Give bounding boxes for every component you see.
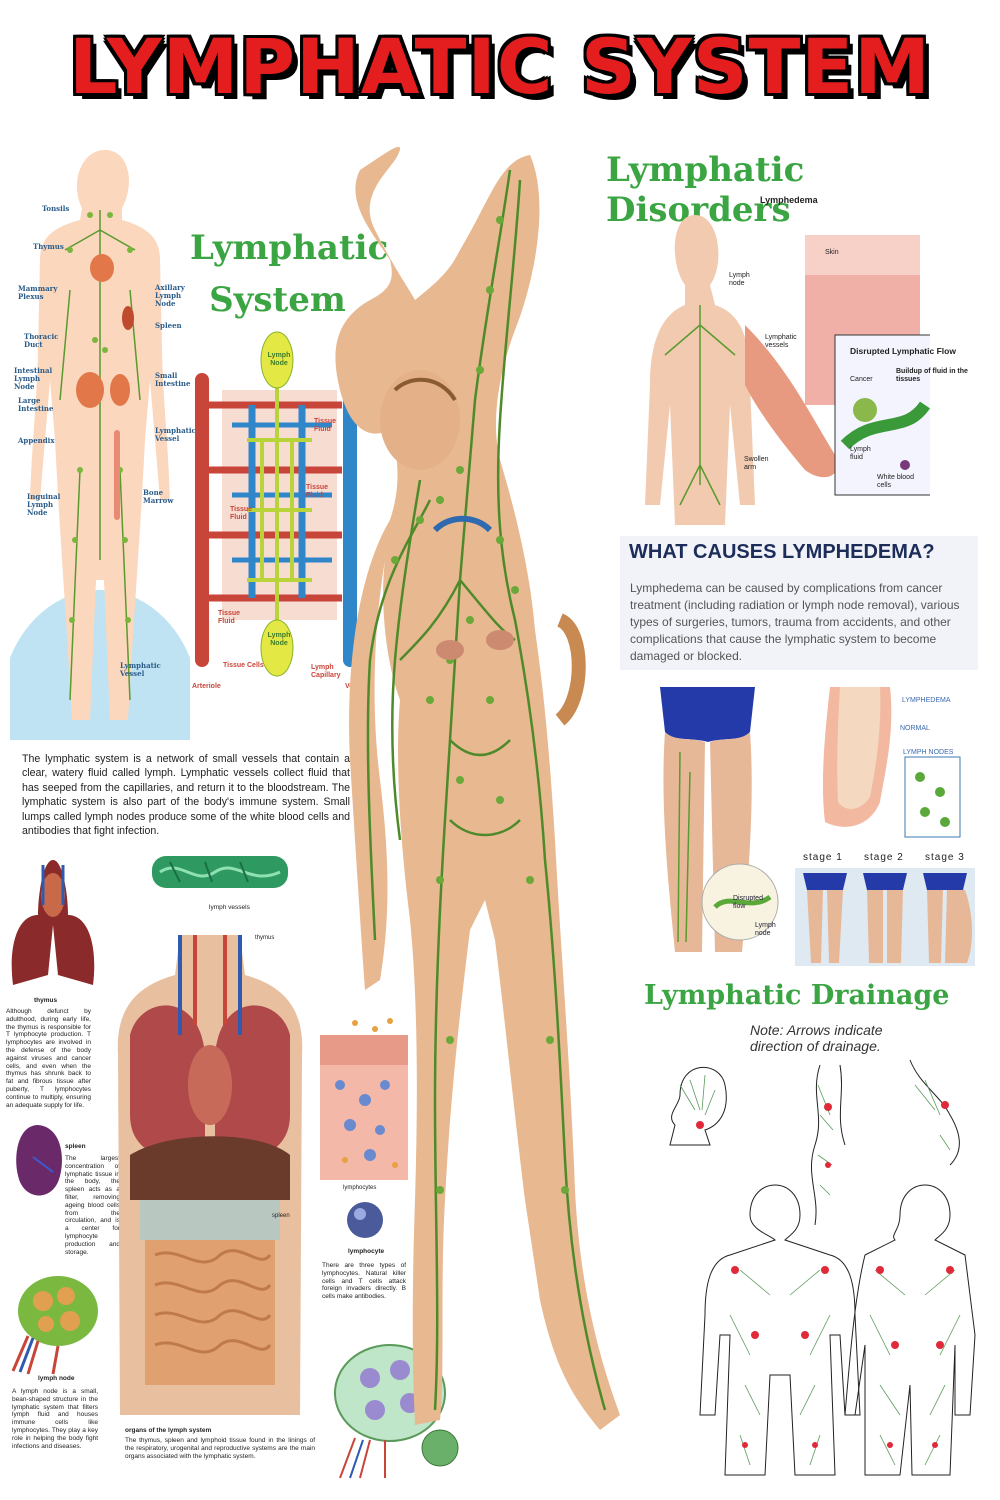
causes-text: Lymphedema can be caused by complication… <box>630 581 960 663</box>
central-body-figure <box>335 146 620 1430</box>
dis-white-blood-cells: White blood cells <box>877 474 914 489</box>
poster-title: LYMPHATIC SYSTEM <box>69 22 931 111</box>
label-thoracic-duct: Thoracic Duct <box>24 332 59 349</box>
thymus-caption-title: thymus <box>34 997 58 1004</box>
thymus-image <box>11 860 95 985</box>
thymus-caption-text: Although defunct by adulthood, during ea… <box>6 1008 91 1109</box>
cap-lymph-capillary: Lymph Capillary <box>311 664 341 679</box>
cap-tissue-fluid-2: Tissue Fluid <box>306 484 329 499</box>
cap-tissue-cells: Tissue Cells <box>223 662 264 669</box>
dis-buildup: Buildup of fluid in the tissues <box>896 368 968 383</box>
cap-lymph-node-bottom: Lymph Node <box>267 632 291 647</box>
drainage-heading: Lymphatic Drainage <box>644 980 950 1011</box>
organs-caption-title: organs of the lymph system <box>125 1427 212 1434</box>
lymph-node-caption-text: A lymph node is a small, bean-shaped str… <box>12 1388 98 1450</box>
dis-swollen-arm: Swollen arm <box>744 456 769 471</box>
dis-cancer: Cancer <box>850 376 873 383</box>
label-axillary-lymph-node: Axillary Lymph Node <box>155 283 185 308</box>
cap-tissue-fluid-4: Tissue Fluid <box>218 610 241 625</box>
leg-lymph-nodes-label: LYMPH NODES <box>903 749 954 756</box>
spleen-caption-text: The largest concentration of lymphatic t… <box>65 1155 120 1256</box>
causes-box <box>620 536 978 670</box>
lymphatic-system-heading: Lymphatic System <box>190 222 389 326</box>
label-thymus: Thymus <box>33 242 64 251</box>
heading-line-2: System <box>209 280 346 320</box>
leg-lymphedema-label: LYMPHEDEMA <box>902 697 951 704</box>
leg-normal-label: NORMAL <box>900 725 930 732</box>
lymphocyte-cell-image <box>347 1202 383 1238</box>
drainage-diagrams <box>669 1059 976 1476</box>
dis-inset-title: Disrupted Lymphatic Flow <box>850 346 956 356</box>
cap-tissue-fluid-3: Tissue Fluid <box>230 506 253 521</box>
intro-paragraph: The lymphatic system is a network of sma… <box>22 753 350 838</box>
lymphocyte-title: lymphocyte <box>348 1248 385 1255</box>
lymph-vessels-label: lymph vessels <box>209 904 250 911</box>
organs-torso-image <box>117 935 303 1415</box>
label-small-intestine: Small Intestine <box>155 371 191 388</box>
dis-lymphatic-vessels: Lymphatic vessels <box>765 334 797 349</box>
capillary-diagram <box>195 331 357 677</box>
stage-3-label: stage 3 <box>925 852 965 863</box>
stage-1-label: stage 1 <box>803 852 843 863</box>
label-large-intestine: Large Intestine <box>18 396 54 413</box>
cap-lymph-node-top: Lymph Node <box>267 352 291 367</box>
leg-disrupted-flow: Disrupted flow <box>733 895 763 910</box>
lymph-node-caption-title: lymph node <box>38 1375 75 1382</box>
label-appendix: Appendix <box>18 436 55 445</box>
organs-caption-text: The thymus, spleen and lymphoid tissue f… <box>125 1437 315 1460</box>
lymphedema-illustration <box>645 215 930 525</box>
label-spleen: Spleen <box>155 321 182 330</box>
causes-heading: WHAT CAUSES LYMPHEDEMA? <box>629 541 935 563</box>
cap-tissue-fluid-1: Tissue Fluid <box>314 418 337 433</box>
lymph-vessel-image <box>152 856 288 888</box>
dis-lymph-node: Lymph node <box>729 272 750 287</box>
label-mammary-plexus: Mammary Plexus <box>18 284 58 301</box>
lymphocytes-image <box>320 1018 408 1180</box>
drainage-note: Note: Arrows indicate direction of drain… <box>750 1022 883 1054</box>
left-body-figure <box>10 150 190 740</box>
label-bone-marrow: Bone Marrow <box>143 488 174 505</box>
lymphocytes-label: lymphocytes <box>343 1185 377 1191</box>
leg-lymphedema-image <box>822 687 961 838</box>
stage-2-label: stage 2 <box>864 852 904 863</box>
organs-spleen-label: spleen <box>272 1213 290 1219</box>
leg-lymph-node: Lymph node <box>755 922 776 937</box>
label-tonsils: Tonsils <box>42 204 70 213</box>
lymphedema-subtitle: Lymphedema <box>760 195 818 205</box>
heading-line-1: Lymphatic <box>190 228 389 268</box>
lymphocyte-text: There are three types of lymphocytes. Na… <box>322 1262 406 1301</box>
organs-thymus-label: thymus <box>255 935 275 941</box>
cap-arteriole: Arteriole <box>192 683 221 690</box>
spleen-image <box>16 1125 62 1196</box>
stages-image <box>795 868 975 966</box>
dis-lymph-fluid: Lymph fluid <box>850 446 871 461</box>
spleen-caption-title: spleen <box>65 1143 86 1150</box>
lymph-node-image <box>11 1276 98 1375</box>
label-lymphatic-vessel-lower: Lymphatic Vessel <box>120 661 161 678</box>
label-intestinal-lymph-node: Intestinal Lymph Node <box>14 366 53 391</box>
label-inguinal-lymph-node: Inguinal Lymph Node <box>27 492 61 517</box>
dis-skin: Skin <box>825 249 839 256</box>
label-lymphatic-vessel: Lymphatic Vessel <box>155 426 196 443</box>
legs-image <box>660 687 779 952</box>
